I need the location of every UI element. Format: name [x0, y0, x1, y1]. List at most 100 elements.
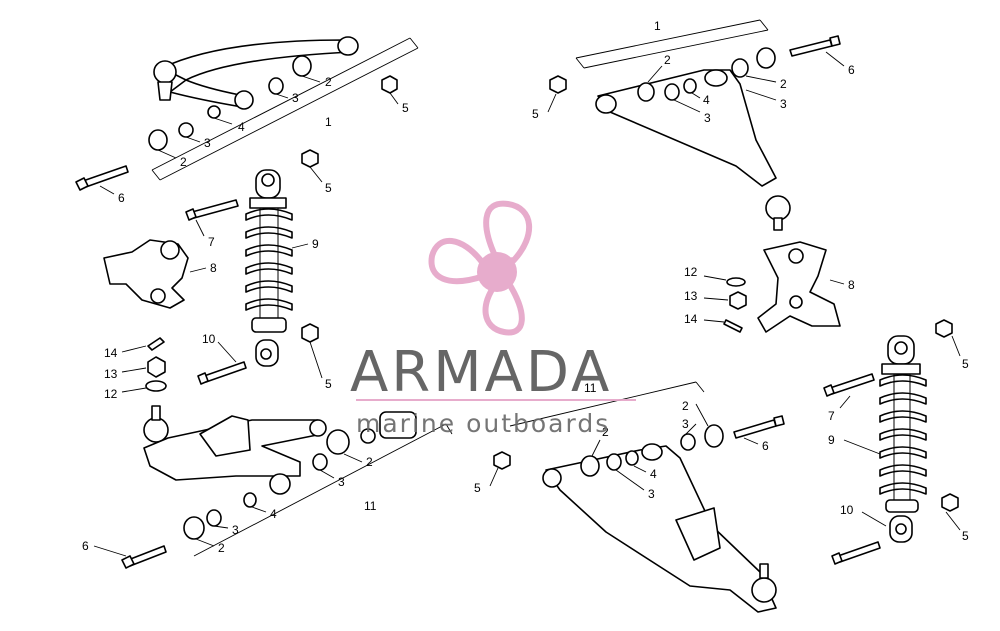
bolt-head — [831, 552, 843, 565]
leader-line — [945, 511, 961, 531]
bracket-line — [193, 423, 453, 557]
arm-pivot-bore — [269, 473, 291, 495]
washer-part — [756, 47, 776, 69]
callout-bushing: 3 — [232, 523, 239, 537]
spring-seat — [881, 363, 921, 375]
callout-upper-arm: 1 — [654, 19, 661, 33]
lower-left-a-arm-group: 2 3 11 4 3 2 6 — [82, 405, 453, 569]
callout-bolt: 6 — [848, 63, 855, 77]
callout-sleeve: 4 — [703, 93, 710, 107]
nut-part — [941, 493, 959, 512]
callout-washer: 2 — [664, 53, 671, 67]
callout-bushing: 3 — [704, 111, 711, 125]
leader-line — [633, 465, 647, 473]
watermark-tagline: marine outboards — [356, 409, 610, 438]
ball-joint-stud — [773, 217, 783, 231]
callout-bushing: 3 — [682, 417, 689, 431]
leader-line — [829, 279, 845, 285]
shock-bolt-bottom — [203, 361, 247, 383]
washer-part — [637, 82, 655, 102]
callout-washer: 2 — [366, 455, 373, 469]
callout-sleeve: 4 — [270, 507, 277, 521]
washer-part — [726, 277, 746, 287]
watermark: ARMADA marine outboards — [350, 200, 636, 438]
shock-bottom-bore — [895, 523, 907, 535]
bushing-part — [268, 77, 284, 95]
arm-pivot-bore — [595, 94, 617, 114]
arm-pivot-bore — [641, 443, 663, 461]
callout-washer: 12 — [104, 387, 118, 401]
bushing-part — [178, 122, 194, 138]
cotter-pin — [147, 337, 165, 351]
ball-joint — [751, 577, 777, 603]
leader-line — [673, 99, 701, 113]
leader-line — [189, 267, 207, 273]
bracket-line — [509, 381, 705, 427]
steering-knuckle-right — [757, 241, 841, 333]
callout-bushing: 3 — [648, 487, 655, 501]
washer-part — [580, 455, 600, 477]
shock-bolt-bottom — [837, 541, 881, 563]
callout-washer: 12 — [684, 265, 698, 279]
shock-mount-bracket — [675, 507, 721, 561]
leader-line — [121, 367, 147, 373]
leader-line — [213, 117, 233, 125]
arm-pivot-bore — [542, 468, 562, 488]
callout-bolt-bottom: 10 — [840, 503, 854, 517]
bushing-part — [664, 83, 680, 101]
callout-lower-arm: 11 — [584, 381, 597, 395]
leader-line — [195, 538, 215, 547]
callout-bolt: 6 — [762, 439, 769, 453]
nut-part — [935, 319, 953, 338]
shock-bottom-bore — [260, 348, 272, 360]
callout-nut: 5 — [532, 107, 539, 121]
bushing-part — [206, 509, 222, 527]
leader-line — [121, 345, 147, 353]
leader-line — [275, 93, 289, 99]
arm-pivot-bore — [234, 90, 254, 110]
ball-joint — [153, 60, 177, 84]
callout-bolt-bottom: 10 — [202, 332, 216, 346]
leader-line — [861, 511, 887, 527]
leader-line — [489, 467, 499, 487]
castle-nut — [147, 356, 166, 378]
callout-bolt: 7 — [828, 409, 835, 423]
bolt-head — [197, 372, 209, 385]
callout-washer: 2 — [602, 425, 609, 439]
callout-nut: 5 — [325, 377, 332, 391]
leader-line — [309, 341, 323, 379]
leader-line — [319, 469, 335, 479]
callout-nut: 5 — [402, 101, 409, 115]
spring-seat — [249, 197, 287, 209]
callout-bushing: 3 — [292, 91, 299, 105]
sleeve-part — [625, 450, 639, 466]
callout-bushing: 3 — [338, 475, 345, 489]
callout-cotter: 14 — [684, 312, 698, 326]
shock-top-bore — [261, 173, 275, 187]
nut-part — [381, 75, 398, 94]
bolt-part — [789, 39, 833, 57]
leader-line — [157, 149, 177, 159]
propeller-blade-icon — [483, 200, 532, 266]
leader-line — [647, 65, 663, 83]
leader-line — [99, 185, 115, 195]
leader-line — [745, 89, 777, 101]
washer-part — [292, 55, 312, 77]
ball-joint-stud — [759, 563, 769, 579]
callout-washer: 2 — [780, 77, 787, 91]
callout-upper-arm: 1 — [325, 115, 332, 129]
nut-part — [493, 451, 511, 470]
left-shock-group: 5 7 9 10 5 — [185, 149, 332, 391]
leader-line — [703, 297, 729, 301]
callout-lower-arm: 11 — [364, 499, 377, 513]
bushing-part — [731, 58, 749, 78]
leader-line — [93, 545, 127, 557]
leader-line — [547, 93, 557, 113]
callout-bolt: 6 — [118, 191, 125, 205]
callout-nut: 5 — [962, 357, 969, 371]
leader-line — [951, 335, 961, 357]
callout-cotter: 14 — [104, 346, 118, 360]
leader-line — [291, 243, 309, 249]
bracket-line — [575, 19, 769, 69]
